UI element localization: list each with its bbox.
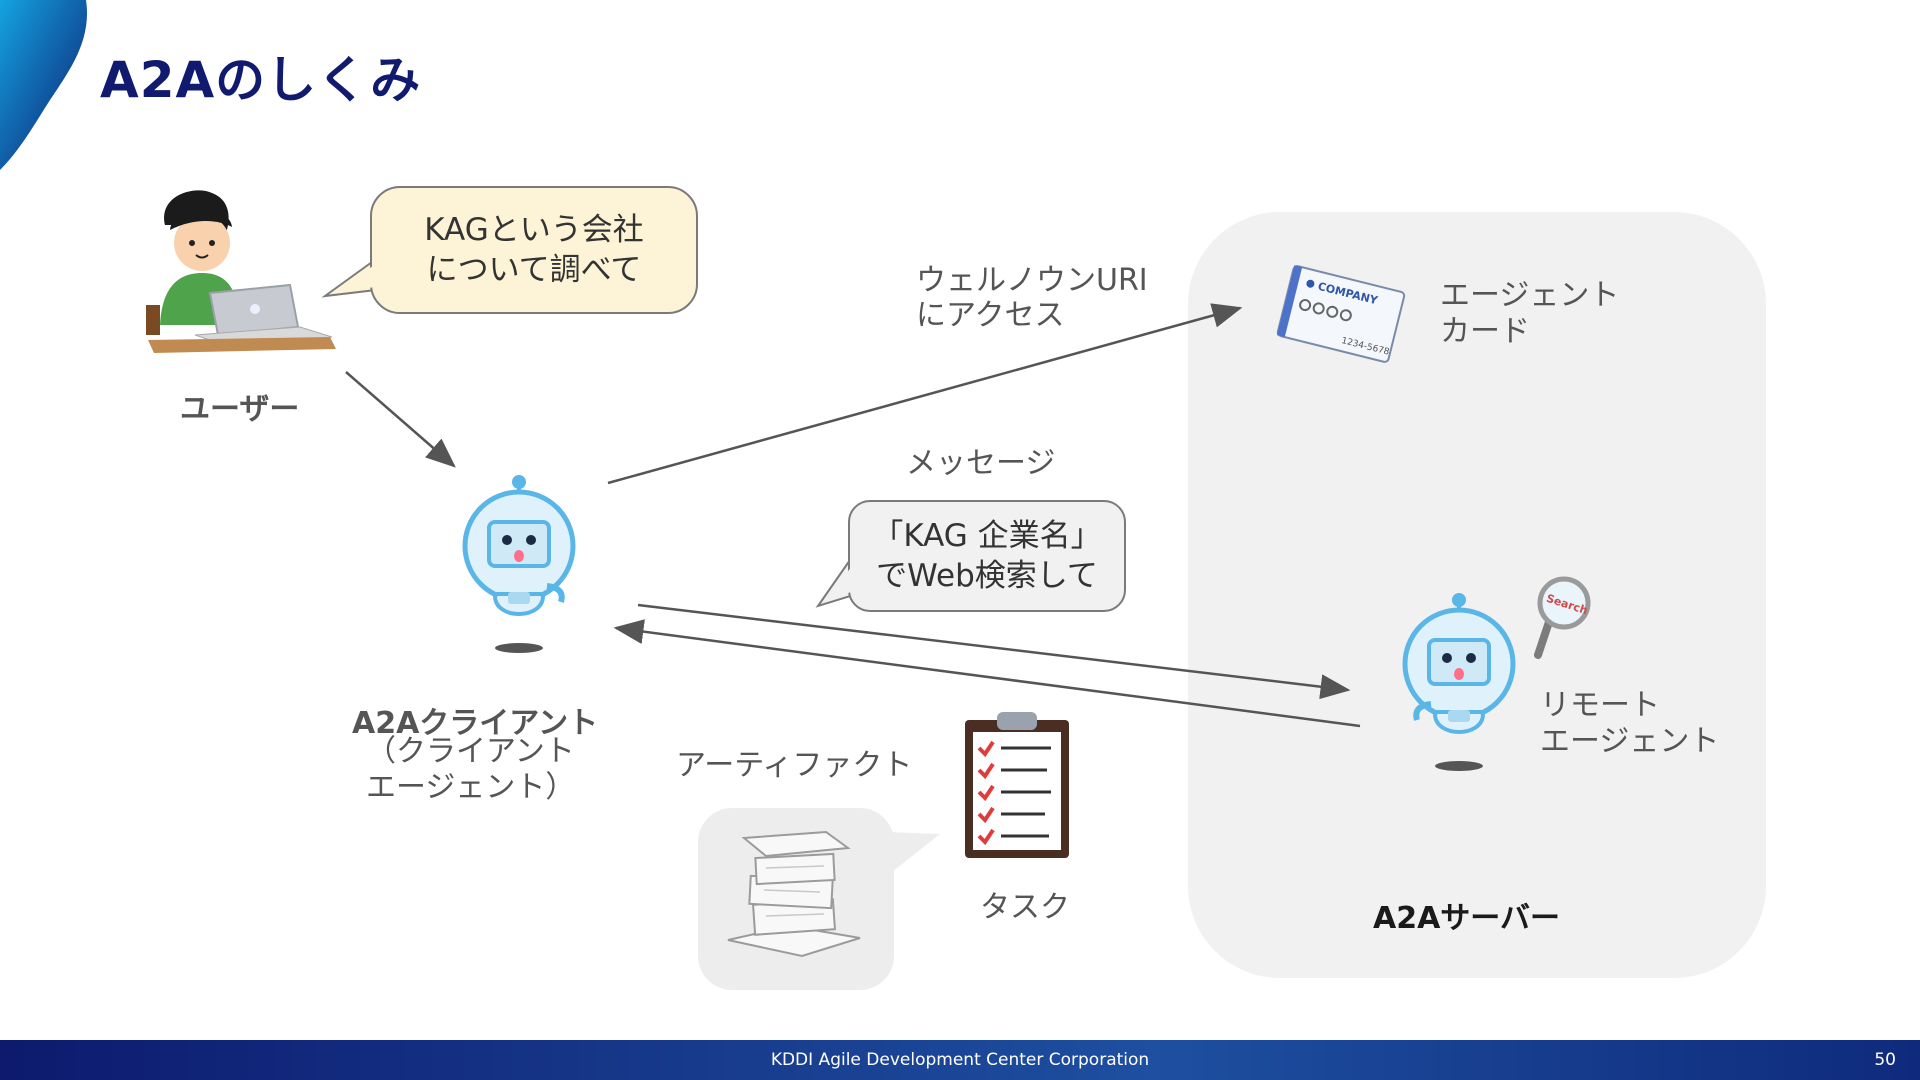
page-number: 50 — [1874, 1050, 1896, 1070]
remote-robot-icon — [1402, 593, 1516, 771]
message-bubble-line2: でWeb検索して — [876, 558, 1098, 594]
corner-decoration — [0, 0, 88, 170]
a2a-server-panel — [1188, 212, 1766, 978]
agent-card-label-line2: カード — [1440, 314, 1530, 349]
remote-agent-label-line2: エージェント — [1540, 724, 1720, 759]
message-label: メッセージ — [906, 446, 1056, 481]
document-pile-icon — [727, 830, 861, 958]
user-speech-line2: について調べて — [426, 252, 642, 288]
task-label: タスク — [980, 890, 1070, 925]
wellknown-label-line2: にアクセス — [916, 298, 1065, 333]
agent-card-icon: COMPANY 1234-5678 — [1276, 265, 1406, 363]
client-sub-line1: （クライアント — [366, 734, 575, 769]
client-sub-line2: エージェント） — [366, 770, 576, 805]
a2a-server-label: A2Aサーバー — [1373, 901, 1561, 936]
message-bubble: 「KAG 企業名」 でWeb検索して — [848, 500, 1126, 612]
task-clipboard-icon — [965, 712, 1069, 858]
remote-agent-label-line1: リモート — [1540, 688, 1660, 723]
client-label: A2Aクライアント — [352, 706, 599, 741]
footer-company: KDDI Agile Development Center Corporatio… — [770, 1050, 1150, 1070]
client-robot-icon — [462, 475, 576, 653]
wellknown-label-line1: ウェルノウンURI — [916, 263, 1148, 298]
arrow-message-request — [637, 603, 1351, 700]
search-magnifier-icon: Search — [1534, 576, 1591, 659]
arrow-wellknown — [607, 303, 1243, 485]
user-at-laptop-icon — [146, 190, 336, 353]
message-bubble-line1: 「KAG 企業名」 — [872, 518, 1102, 554]
footer-bar — [0, 1040, 1920, 1080]
arrow-user-to-client — [345, 371, 456, 468]
user-speech-line1: KAGという会社 — [424, 212, 644, 248]
slide-title: A2Aのしくみ — [100, 51, 422, 109]
user-label: ユーザー — [180, 392, 300, 427]
agent-card-label-line1: エージェント — [1440, 278, 1620, 313]
arrow-message-response — [613, 619, 1361, 728]
user-speech-bubble: KAGという会社 について調べて — [370, 186, 698, 314]
artifact-label: アーティファクト — [676, 748, 913, 783]
